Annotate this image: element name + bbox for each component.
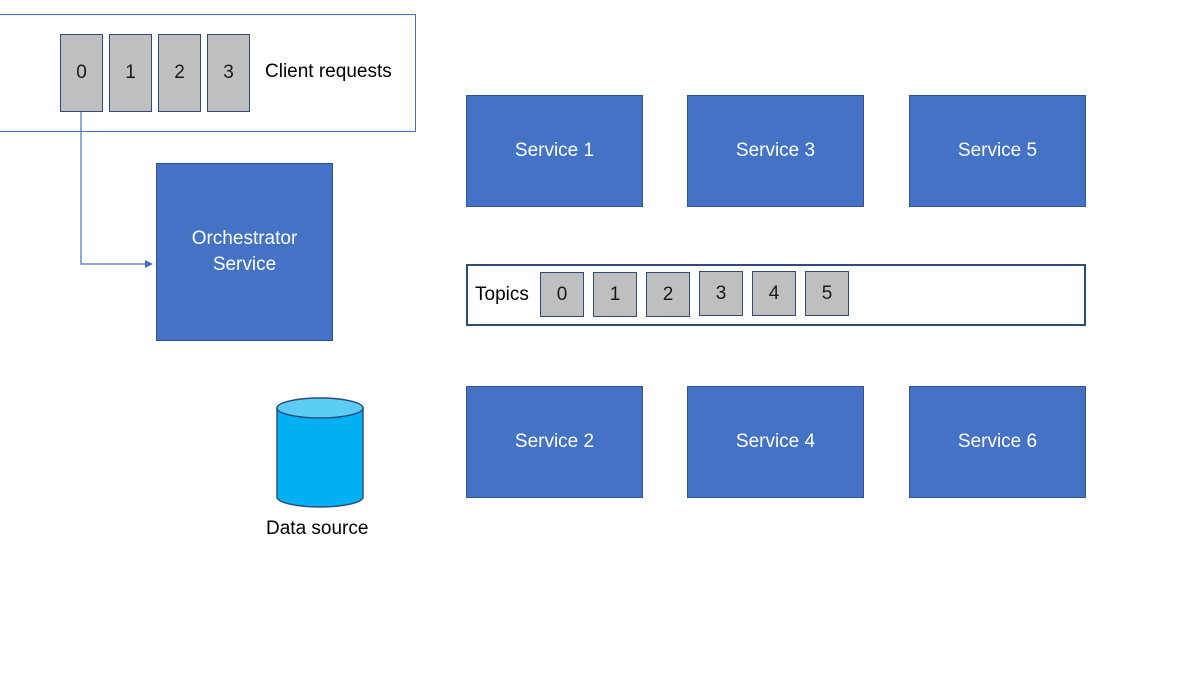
topic-item: 2 — [646, 272, 690, 317]
service-4-box: Service 4 — [687, 386, 864, 498]
topic-item: 4 — [752, 271, 796, 316]
service-3-box: Service 3 — [687, 95, 864, 207]
service-label: Service 3 — [735, 140, 816, 161]
service-label: Service 4 — [735, 431, 816, 452]
topic-item: 5 — [805, 271, 849, 316]
database-icon — [276, 397, 364, 508]
client-requests-label: Client requests — [265, 61, 392, 82]
service-label: Service 5 — [957, 140, 1038, 161]
topic-item: 3 — [699, 271, 743, 316]
request-flow-arrow — [80, 112, 153, 268]
client-request-item: 0 — [60, 34, 103, 112]
service-1-box: Service 1 — [466, 95, 643, 207]
client-request-item: 3 — [207, 34, 250, 112]
orchestrator-label-line1: Orchestrator — [191, 228, 298, 249]
orchestrator-label-line2: Service — [212, 254, 277, 275]
service-5-box: Service 5 — [909, 95, 1086, 207]
client-request-item: 1 — [109, 34, 152, 112]
service-label: Service 2 — [514, 431, 595, 452]
service-2-box: Service 2 — [466, 386, 643, 498]
service-label: Service 1 — [514, 140, 595, 161]
topics-label: Topics — [475, 284, 529, 305]
data-source-label: Data source — [266, 518, 369, 539]
topic-item: 1 — [593, 272, 637, 317]
service-label: Service 6 — [957, 431, 1038, 452]
orchestrator-service-box: Orchestrator Service — [156, 163, 333, 341]
service-6-box: Service 6 — [909, 386, 1086, 498]
client-request-item: 2 — [158, 34, 201, 112]
topic-item: 0 — [540, 272, 584, 317]
